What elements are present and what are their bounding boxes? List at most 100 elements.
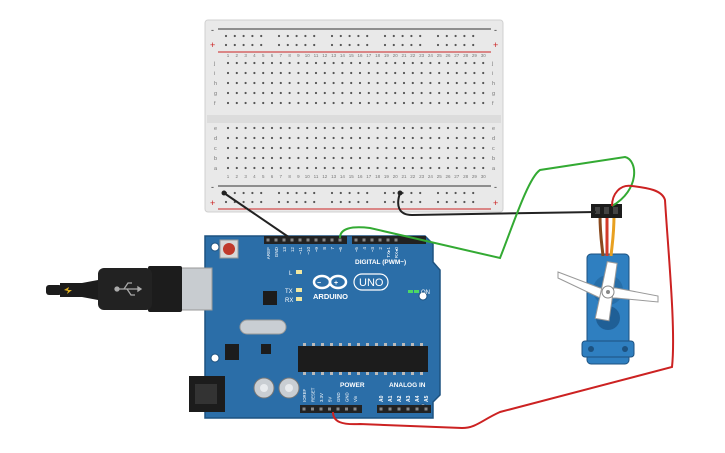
power-pin[interactable] — [353, 407, 357, 411]
breadboard-hole[interactable] — [411, 81, 414, 85]
breadboard-hole[interactable] — [306, 61, 309, 65]
digital-pin[interactable] — [266, 238, 270, 242]
digital-pin[interactable] — [322, 238, 326, 242]
breadboard-hole[interactable] — [253, 136, 256, 140]
rail-hole[interactable] — [401, 43, 404, 47]
breadboard-hole[interactable] — [402, 81, 406, 85]
rail-hole[interactable] — [295, 43, 298, 47]
breadboard-hole[interactable] — [253, 126, 256, 130]
breadboard-hole[interactable] — [376, 71, 379, 75]
rail-hole[interactable] — [348, 191, 351, 195]
breadboard-hole[interactable] — [323, 81, 326, 85]
breadboard-hole[interactable] — [402, 101, 406, 105]
breadboard-hole[interactable] — [253, 166, 256, 170]
breadboard-hole[interactable] — [270, 91, 274, 95]
rail-hole[interactable] — [392, 43, 395, 47]
rail-hole[interactable] — [366, 191, 369, 195]
breadboard-hole[interactable] — [473, 91, 476, 95]
breadboard-hole[interactable] — [446, 81, 450, 85]
breadboard-hole[interactable] — [482, 71, 485, 75]
analog-pin[interactable] — [415, 407, 419, 411]
digital-pin[interactable] — [274, 238, 278, 242]
breadboard-hole[interactable] — [253, 101, 256, 105]
breadboard-hole[interactable] — [482, 136, 485, 140]
breadboard-hole[interactable] — [226, 146, 230, 150]
breadboard-hole[interactable] — [350, 146, 353, 150]
digital-pin[interactable] — [354, 238, 358, 242]
rail-hole[interactable] — [392, 200, 395, 204]
breadboard-hole[interactable] — [306, 101, 309, 105]
rail-hole[interactable] — [313, 43, 316, 47]
breadboard-hole[interactable] — [455, 146, 458, 150]
breadboard-hole[interactable] — [402, 136, 406, 140]
breadboard-hole[interactable] — [297, 61, 300, 65]
breadboard-hole[interactable] — [385, 126, 388, 130]
rail-hole[interactable] — [445, 191, 448, 195]
rail-hole[interactable] — [436, 43, 440, 47]
breadboard-hole[interactable] — [297, 156, 300, 160]
breadboard-hole[interactable] — [297, 71, 300, 75]
rail-hole[interactable] — [304, 200, 307, 204]
breadboard-hole[interactable] — [270, 126, 274, 130]
breadboard-hole[interactable] — [314, 101, 318, 105]
breadboard-hole[interactable] — [306, 146, 309, 150]
breadboard-hole[interactable] — [262, 91, 265, 95]
rail-hole[interactable] — [454, 43, 457, 47]
breadboard-hole[interactable] — [455, 156, 458, 160]
breadboard-hole[interactable] — [350, 136, 353, 140]
breadboard-hole[interactable] — [482, 166, 485, 170]
breadboard-hole[interactable] — [455, 136, 458, 140]
rail-hole[interactable] — [410, 43, 413, 47]
breadboard-hole[interactable] — [473, 136, 476, 140]
breadboard-hole[interactable] — [473, 126, 476, 130]
breadboard-hole[interactable] — [332, 166, 335, 170]
breadboard-hole[interactable] — [429, 156, 432, 160]
breadboard-hole[interactable] — [464, 71, 467, 75]
power-pin[interactable] — [319, 407, 323, 411]
breadboard-hole[interactable] — [226, 136, 230, 140]
breadboard-hole[interactable] — [402, 126, 406, 130]
rail-hole[interactable] — [366, 200, 369, 204]
breadboard-hole[interactable] — [473, 166, 476, 170]
breadboard-hole[interactable] — [438, 156, 441, 160]
breadboard-hole[interactable] — [464, 61, 467, 65]
rail-hole[interactable] — [233, 191, 236, 195]
power-pin[interactable] — [336, 407, 340, 411]
breadboard-hole[interactable] — [438, 91, 441, 95]
rail-hole[interactable] — [454, 191, 457, 195]
breadboard-hole[interactable] — [411, 71, 414, 75]
breadboard-hole[interactable] — [235, 91, 238, 95]
breadboard-hole[interactable] — [358, 91, 362, 95]
breadboard-hole[interactable] — [306, 156, 309, 160]
breadboard-hole[interactable] — [455, 126, 458, 130]
breadboard-hole[interactable] — [350, 71, 353, 75]
breadboard-hole[interactable] — [270, 71, 274, 75]
breadboard-hole[interactable] — [420, 71, 423, 75]
breadboard-hole[interactable] — [306, 166, 309, 170]
rail-hole[interactable] — [330, 191, 334, 195]
breadboard-hole[interactable] — [306, 136, 309, 140]
breadboard-hole[interactable] — [376, 81, 379, 85]
rail-hole[interactable] — [251, 191, 254, 195]
breadboard-hole[interactable] — [394, 166, 397, 170]
breadboard-hole[interactable] — [323, 71, 326, 75]
breadboard-hole[interactable] — [376, 156, 379, 160]
rail-hole[interactable] — [277, 191, 281, 195]
digital-pin[interactable] — [298, 238, 302, 242]
breadboard-hole[interactable] — [464, 136, 467, 140]
breadboard-hole[interactable] — [350, 101, 353, 105]
breadboard-hole[interactable] — [323, 91, 326, 95]
breadboard-hole[interactable] — [473, 61, 476, 65]
breadboard-hole[interactable] — [464, 91, 467, 95]
breadboard-hole[interactable] — [411, 146, 414, 150]
breadboard-hole[interactable] — [438, 81, 441, 85]
breadboard-hole[interactable] — [314, 136, 318, 140]
rail-hole[interactable] — [392, 191, 395, 195]
breadboard-hole[interactable] — [429, 166, 432, 170]
breadboard-hole[interactable] — [482, 126, 485, 130]
breadboard-hole[interactable] — [306, 91, 309, 95]
rail-hole[interactable] — [277, 43, 281, 47]
rail-hole[interactable] — [410, 200, 413, 204]
analog-pin[interactable] — [424, 407, 428, 411]
rail-hole[interactable] — [348, 34, 351, 38]
